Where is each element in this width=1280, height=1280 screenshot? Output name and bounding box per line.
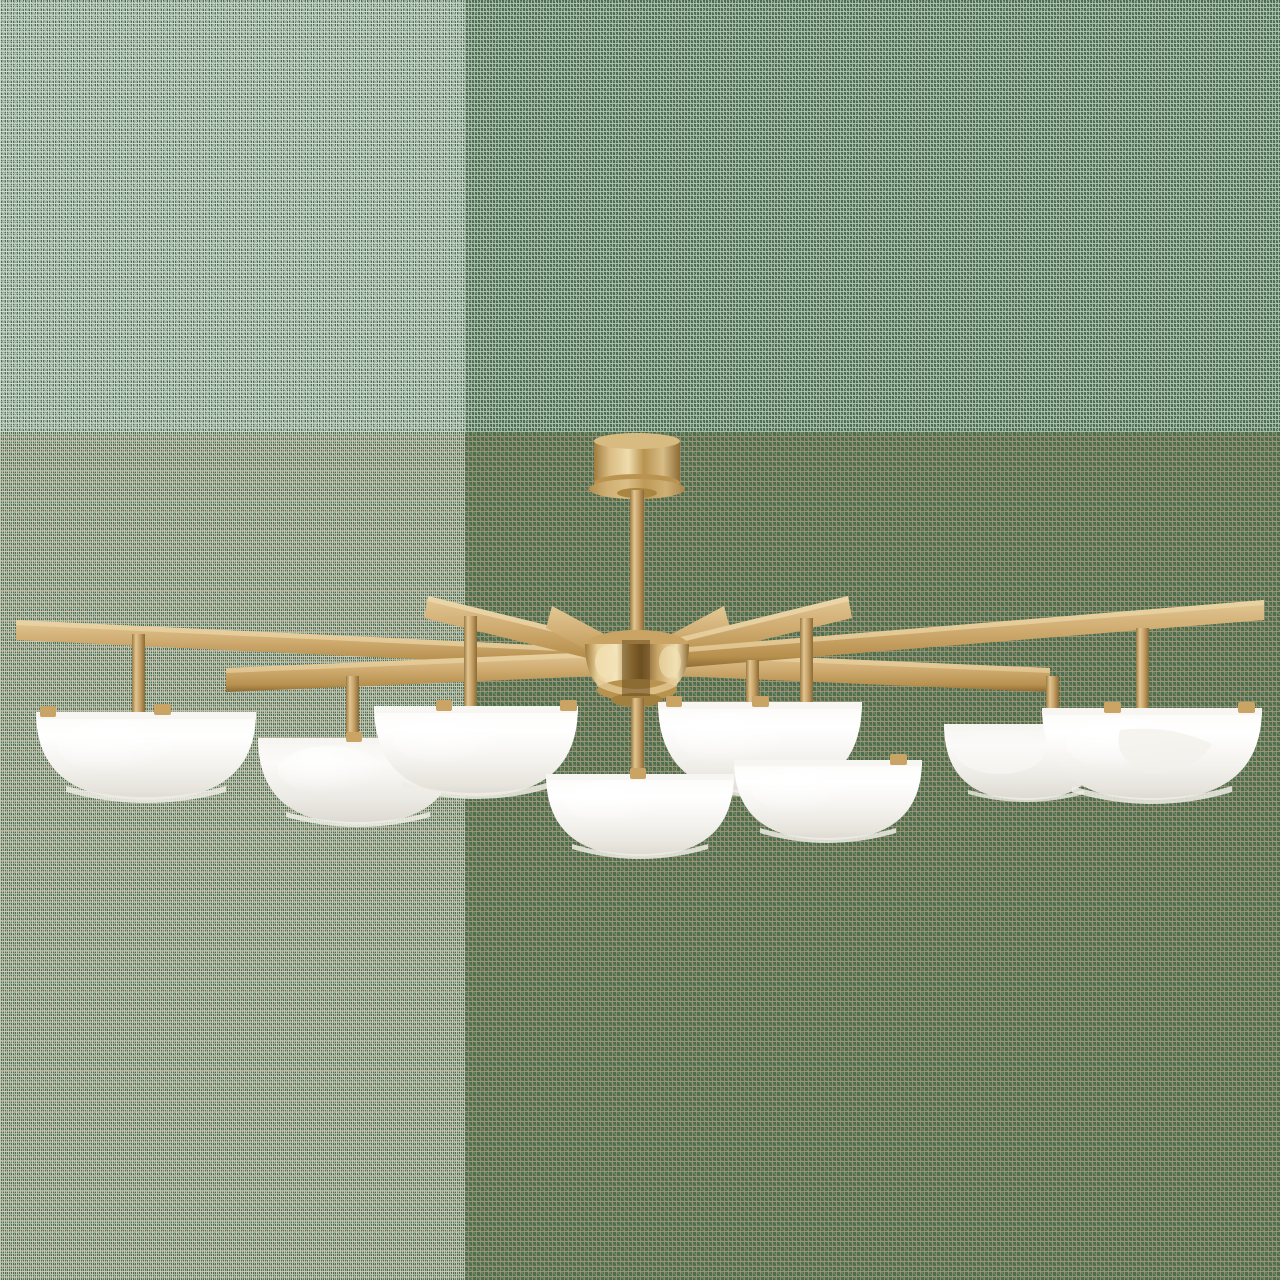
shade-clip-right-inner — [890, 754, 907, 765]
down-stem — [626, 490, 648, 645]
drop-rod-far-left — [132, 634, 145, 718]
arm-far-left — [16, 620, 600, 668]
shade-clip-far-left-b — [154, 704, 171, 715]
arm-group — [16, 596, 1264, 692]
shade-left-inner — [374, 700, 578, 799]
shade-clip-far-right-b — [1238, 702, 1255, 713]
shade-clip-right-mid-b — [666, 696, 682, 707]
background-dither-upper — [0, 0, 1280, 432]
drop-rod-left-inner — [464, 616, 477, 708]
background-dither-left-upper-band — [0, 0, 465, 432]
drop-rod-far-right — [1136, 628, 1149, 716]
background-dither-left-band — [0, 432, 465, 1280]
ceiling-canopy — [589, 433, 685, 499]
arm-left-upper — [226, 652, 600, 692]
shade-clip-far-right-a — [1104, 702, 1121, 713]
shade-far-left — [36, 704, 256, 803]
shade-center-front — [546, 768, 734, 859]
arm-far-right — [676, 600, 1264, 668]
shade-clip-center-front — [630, 768, 646, 779]
shade-clip-left-inner-b — [560, 700, 577, 711]
drop-rod-right-mid — [800, 618, 813, 708]
shade-right-inner — [734, 754, 922, 843]
shade-clip-left-inner-a — [436, 700, 452, 711]
shade-clip-left-mid — [346, 732, 362, 742]
shade-far-right — [1042, 702, 1262, 804]
shade-clip-far-left-a — [40, 706, 56, 717]
shade-clip-right-mid-a — [752, 696, 769, 707]
central-hub — [585, 630, 689, 707]
